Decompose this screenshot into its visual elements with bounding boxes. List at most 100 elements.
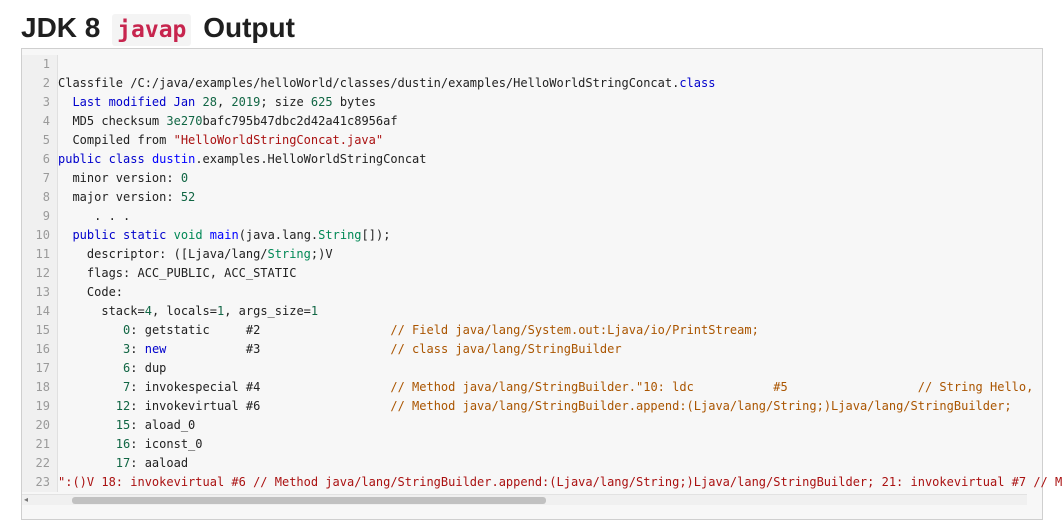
code-token: String	[267, 247, 311, 261]
code-token: , args_size=	[224, 304, 311, 318]
code-line: 5 Compiled from "HelloWorldStringConcat.…	[22, 131, 1042, 150]
line-text: 16: iconst_0	[58, 437, 203, 451]
line-number: 6	[22, 150, 58, 169]
line-number: 20	[22, 416, 58, 435]
code-line: 3 Last modified Jan 28, 2019; size 625 b…	[22, 93, 1042, 112]
code-line: 13 Code:	[22, 283, 1042, 302]
line-text: ":()V 18: invokevirtual #6 // Method jav…	[58, 475, 1062, 489]
title-suffix: Output	[203, 12, 295, 43]
code-token: : aaload	[130, 456, 189, 470]
line-number: 18	[22, 378, 58, 397]
code-token: minor version:	[58, 171, 181, 185]
line-text: descriptor: ([Ljava/lang/String;)V	[58, 247, 333, 261]
code-token: Code:	[58, 285, 124, 299]
code-token	[58, 418, 116, 432]
code-token	[195, 95, 202, 109]
line-text: 15: aload_0	[58, 418, 195, 432]
code-token: public	[58, 152, 102, 166]
line-text: 17: aaload	[58, 456, 188, 470]
line-text: Classfile /C:/java/examples/helloWorld/c…	[58, 76, 715, 90]
line-text: stack=4, locals=1, args_size=1	[58, 304, 318, 318]
scroll-left-arrow-icon[interactable]: ◂	[24, 495, 29, 504]
line-text: flags: ACC_PUBLIC, ACC_STATIC	[58, 266, 297, 280]
code-token	[58, 437, 116, 451]
code-token: 1	[310, 304, 319, 318]
code-line: 17 6: dup	[22, 359, 1042, 378]
line-text: 12: invokevirtual #6 // Method java/lang…	[58, 399, 1012, 413]
code-token: descriptor: ([Ljava/lang/	[58, 247, 268, 261]
line-text: Last modified Jan 28, 2019; size 625 byt…	[58, 95, 376, 109]
line-text: public class dustin.examples.HelloWorldS…	[58, 152, 427, 166]
code-token: public	[72, 228, 116, 242]
code-token: (java.lang.	[238, 228, 319, 242]
code-token: : invokespecial #4	[130, 380, 391, 394]
code-token: 3	[123, 342, 131, 356]
code-token: #3	[166, 342, 391, 356]
line-text: MD5 checksum 3e270bafc795b47dbc2d42a41c8…	[58, 114, 398, 128]
code-token: . . .	[58, 209, 131, 223]
code-token: bafc795b47dbc2d42a41c8956af	[202, 114, 398, 128]
code-token: // Method java/lang/StringBuilder."10: l…	[390, 380, 1034, 394]
code-token: "HelloWorldStringConcat.java"	[173, 133, 384, 147]
line-text: public static void main(java.lang.String…	[58, 228, 390, 242]
code-token	[58, 342, 123, 356]
code-token: ; size	[260, 95, 311, 109]
code-token: class	[108, 152, 145, 166]
code-token: ":()V 18: invokevirtual #6 // Method jav…	[58, 475, 1062, 489]
horizontal-scrollbar[interactable]: ◂	[22, 494, 1027, 505]
code-token	[58, 228, 72, 242]
code-token: :	[130, 342, 145, 356]
line-number: 13	[22, 283, 58, 302]
code-token: Compiled from	[58, 133, 174, 147]
line-number: 16	[22, 340, 58, 359]
line-number: 14	[22, 302, 58, 321]
code-token: 0	[180, 171, 189, 185]
code-token: new	[144, 342, 167, 356]
code-token	[58, 456, 116, 470]
code-line: 23":()V 18: invokevirtual #6 // Method j…	[22, 473, 1062, 492]
code-line: 22 17: aaload	[22, 454, 1042, 473]
code-token: class	[679, 76, 716, 90]
code-line: 14 stack=4, locals=1, args_size=1	[22, 302, 1042, 321]
code-token: 17	[115, 456, 131, 470]
line-number: 15	[22, 321, 58, 340]
line-number: 9	[22, 207, 58, 226]
line-number: 3	[22, 93, 58, 112]
line-text: minor version: 0	[58, 171, 188, 185]
code-line: 10 public static void main(java.lang.Str…	[22, 226, 1042, 245]
code-token: Last modified Jan	[72, 95, 196, 109]
code-token: flags: ACC_PUBLIC, ACC_STATIC	[58, 266, 297, 280]
line-number: 19	[22, 397, 58, 416]
code-line: 7 minor version: 0	[22, 169, 1042, 188]
code-line: 19 12: invokevirtual #6 // Method java/l…	[22, 397, 1042, 416]
line-text: Code:	[58, 285, 123, 299]
code-line: 8 major version: 52	[22, 188, 1042, 207]
code-token: 0	[123, 323, 131, 337]
code-line: 21 16: iconst_0	[22, 435, 1042, 454]
code-token	[145, 152, 152, 166]
code-token: : invokevirtual #6	[130, 399, 391, 413]
code-token: ,	[216, 95, 232, 109]
line-number: 1	[22, 55, 58, 74]
code-token: Classfile /C:/java/examples/helloWorld/c…	[58, 76, 680, 90]
line-number: 8	[22, 188, 58, 207]
code-token: MD5 checksum	[58, 114, 167, 128]
code-token: , locals=	[151, 304, 217, 318]
line-number: 21	[22, 435, 58, 454]
line-text: 0: getstatic #2 // Field java/lang/Syste…	[58, 323, 759, 337]
line-number: 11	[22, 245, 58, 264]
title-prefix: JDK 8	[21, 12, 101, 43]
line-text: 3: new #3 // class java/lang/StringBuild…	[58, 342, 622, 356]
code-token: ;)V	[310, 247, 333, 261]
line-number: 7	[22, 169, 58, 188]
code-token: 52	[180, 190, 196, 204]
code-token	[58, 380, 123, 394]
code-token: 7	[123, 380, 131, 394]
line-number: 4	[22, 112, 58, 131]
code-token	[58, 361, 123, 375]
code-token	[101, 152, 108, 166]
code-token: 16	[115, 437, 131, 451]
scrollbar-thumb[interactable]	[72, 497, 546, 504]
